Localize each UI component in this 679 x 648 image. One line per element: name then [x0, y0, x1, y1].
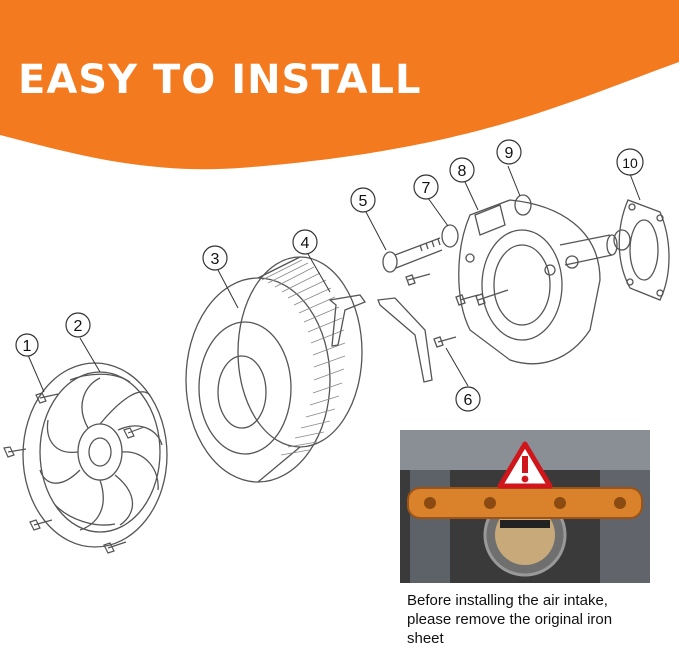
caption-line: please remove the original iron: [407, 611, 613, 628]
warning-triangle-icon: [497, 441, 553, 489]
o-ring: [613, 229, 631, 251]
long-bolt-5: [382, 237, 443, 273]
callout-1: 1: [23, 338, 32, 355]
callout-8: 8: [458, 163, 467, 180]
caption-line: Before installing the air intake,: [407, 592, 608, 609]
bracket-6: [377, 297, 433, 383]
gasket-10: [618, 199, 670, 301]
caption-line: sheet: [407, 630, 444, 647]
callout-5: 5: [359, 193, 368, 210]
bracket-4: [328, 294, 367, 347]
backplate-8: [458, 199, 618, 365]
install-photo: [400, 430, 650, 583]
small-bolt: [433, 336, 457, 348]
air-filter: [185, 256, 363, 483]
callout-4: 4: [301, 235, 310, 252]
air-cleaner-cover: [22, 362, 168, 548]
callout-10: 10: [622, 155, 638, 171]
callout-9: 9: [505, 145, 514, 162]
o-ring-9: [514, 194, 532, 216]
small-bolt: [455, 294, 479, 306]
leader-lines: [27, 165, 641, 393]
callout-6: 6: [464, 392, 473, 409]
callout-7: 7: [422, 180, 431, 197]
callout-3: 3: [211, 251, 220, 268]
filter-pleats: [261, 259, 346, 456]
orange-banner: [0, 0, 679, 170]
small-bolt: [405, 273, 431, 286]
callout-2: 2: [74, 318, 83, 335]
o-ring-7: [441, 224, 459, 248]
warning-caption: Before installing the air intake, please…: [407, 591, 672, 648]
banner-title: EASY TO INSTALL: [18, 57, 422, 103]
cover-bolts: [3, 392, 145, 554]
